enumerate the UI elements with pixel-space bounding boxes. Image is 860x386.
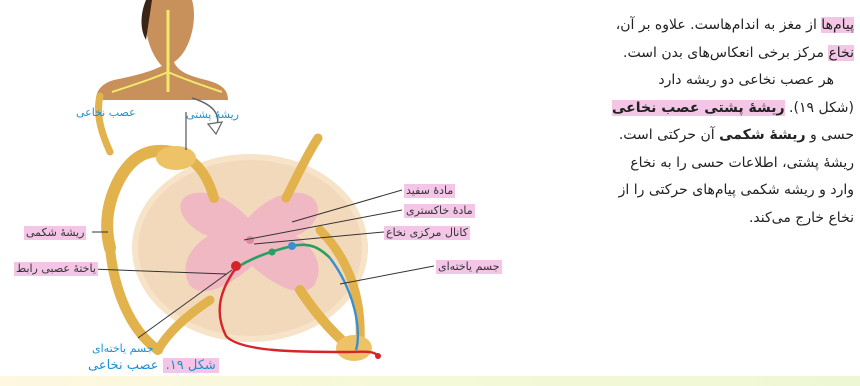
bold-ventral-root: ریشهٔ شکمی <box>719 127 805 143</box>
label-interneuron: یاختهٔ عصبی رابط <box>14 262 98 276</box>
highlight-spinal-cord: نخاع <box>828 45 854 61</box>
highlight-messages: پیام‌ها <box>821 17 854 33</box>
label-cell-body-bottom: جسم یاخته‌ای <box>92 342 154 356</box>
highlight-dorsal-root: ریشهٔ پشتی عصب نخاعی <box>612 100 785 116</box>
spinal-nerve-illustration <box>0 0 560 386</box>
figure-title: عصب نخاعی <box>88 358 163 373</box>
label-ventral-root: ریشهٔ شکمی <box>24 226 86 240</box>
text-line-4: (شکل ۱۹). ریشهٔ پشتی عصب نخاعی <box>596 95 854 123</box>
dorsal-root-ganglion <box>156 146 196 170</box>
motor-cell-body <box>231 261 241 271</box>
text-line-8: نخاع خارج می‌کند. <box>596 205 854 233</box>
label-dorsal-root: ریشهٔ پشتی <box>186 108 239 122</box>
spinal-nerve-figure: عصب نخاعی ریشهٔ پشتی ریشهٔ شکمی یاختهٔ ع… <box>0 0 560 386</box>
text-line-3: هر عصب نخاعی دو ریشه دارد <box>596 67 854 95</box>
text-line-7: وارد و ریشه شکمی پیام‌های حرکتی را از <box>596 177 854 205</box>
text-line-5: حسی و ریشهٔ شکمی آن حرکتی است. <box>596 122 854 150</box>
label-cell-body-right: جسم یاخته‌ای <box>436 260 502 274</box>
label-gray-matter: مادهٔ خاکستری <box>404 204 475 218</box>
text-line-1: پیام‌ها از مغز به اندام‌هاست. علاوه بر آ… <box>596 12 854 40</box>
body-text: پیام‌ها از مغز به اندام‌هاست. علاوه بر آ… <box>596 12 854 232</box>
label-central-canal: کانال مرکزی نخاع <box>384 226 470 240</box>
text-line-6: ریشهٔ پشتی، اطلاعات حسی را به نخاع <box>596 150 854 178</box>
human-silhouette <box>96 0 228 100</box>
figure-caption: شکل ۱۹. عصب نخاعی <box>88 358 219 373</box>
page-bottom-band <box>0 376 860 386</box>
label-white-matter: مادهٔ سفید <box>404 184 455 198</box>
label-spinal-nerve: عصب نخاعی <box>76 106 136 120</box>
text-line-2: نخاع مرکز برخی انعکاس‌های بدن است. <box>596 40 854 68</box>
figure-number: شکل ۱۹. <box>163 358 219 373</box>
